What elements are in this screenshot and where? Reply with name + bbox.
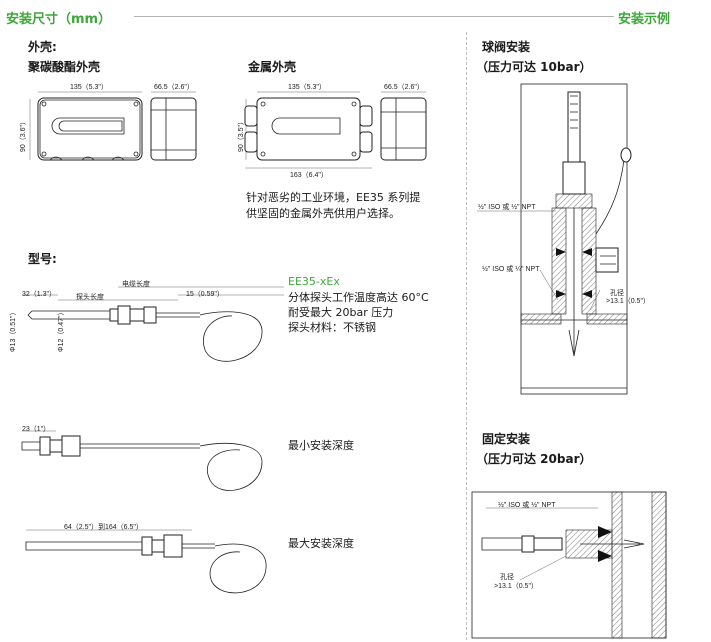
header-divider	[134, 16, 614, 17]
metal-width-dim: 135（5.3"）	[288, 84, 326, 91]
fixed-install-hole-size: >13.1（0.5"）	[494, 583, 538, 590]
metal-height-dim: 90（3.5"）	[238, 117, 245, 152]
enclosure-title: 外壳:	[28, 40, 57, 54]
enclosure-note-line2: 供坚固的金属外壳供用户选择。	[246, 207, 400, 220]
probe-drawing-min-depth	[21, 430, 263, 491]
dim-64-164: 64（2.5"）到164（6.5"）	[64, 524, 143, 531]
section-header-dimensions: 安装尺寸（mm）	[6, 12, 112, 27]
model-desc-line2: 耐受最大 20bar 压力	[288, 306, 394, 319]
ball-valve-hole-size: >13.1（0.5"）	[606, 298, 650, 305]
max-depth-label: 最大安装深度	[288, 537, 354, 550]
ball-valve-pressure: （压力可达 10bar）	[476, 60, 592, 74]
pc-depth-dim: 66.5（2.6"）	[154, 84, 194, 91]
fixed-install-pressure: （压力可达 20bar）	[476, 452, 592, 466]
metal-enclosure-front	[244, 91, 373, 169]
polycarbonate-enclosure-title: 聚碳酸酯外壳	[28, 60, 101, 74]
enclosure-note-line1: 针对恶劣的工业环境，EE35 系列提	[246, 191, 421, 204]
ball-valve-hole: 孔径	[610, 290, 624, 297]
column-divider	[466, 32, 467, 640]
fixed-install-hole: 孔径	[500, 574, 514, 581]
ball-valve-thread1: ½" ISO 或 ½" NPT	[478, 204, 536, 211]
metal-total-width-dim: 163（6.4"）	[290, 172, 328, 179]
model-title: 型号:	[28, 252, 57, 266]
model-desc-line3: 探头材料：不锈钢	[288, 321, 376, 334]
dim-d12: Φ12（0.47"）	[58, 308, 65, 352]
fixed-install-title: 固定安装	[482, 432, 531, 446]
model-desc-line1: 分体探头工作温度高达 60°C	[288, 291, 429, 304]
section-header-examples: 安装示例	[618, 12, 671, 27]
probe-drawing-standard	[22, 286, 284, 362]
dim-23: 23（1"）	[22, 426, 51, 433]
dim-32: 32（1.3"）	[22, 291, 57, 298]
model-code: EE35-xEx	[288, 275, 340, 288]
pc-enclosure-side	[150, 91, 197, 161]
min-depth-label: 最小安装深度	[288, 439, 354, 452]
fixed-install-thread: ½" ISO 或 ½" NPT	[498, 502, 556, 509]
dim-d13: Φ13（0.51"）	[10, 308, 17, 352]
dim-15: 15（0.59"）	[186, 291, 224, 298]
metal-enclosure-title: 金属外壳	[248, 60, 297, 74]
pc-enclosure-front	[29, 91, 143, 161]
metal-enclosure-side	[380, 91, 427, 161]
fixed-install-drawing	[471, 491, 667, 639]
cable-length-label: 电缆长度	[122, 281, 150, 288]
metal-depth-dim: 66.5（2.6"）	[384, 84, 424, 91]
ball-valve-title: 球阀安装	[482, 40, 531, 54]
probe-drawing-max-depth	[25, 529, 267, 594]
pc-height-dim: 90（3.6"）	[20, 117, 27, 152]
ball-valve-drawing	[477, 83, 632, 395]
pc-width-dim: 135（5.3"）	[70, 84, 108, 91]
ball-valve-thread2: ½" ISO 或 ¼" NPT	[482, 266, 540, 273]
probe-length-label: 探头长度	[76, 294, 104, 301]
